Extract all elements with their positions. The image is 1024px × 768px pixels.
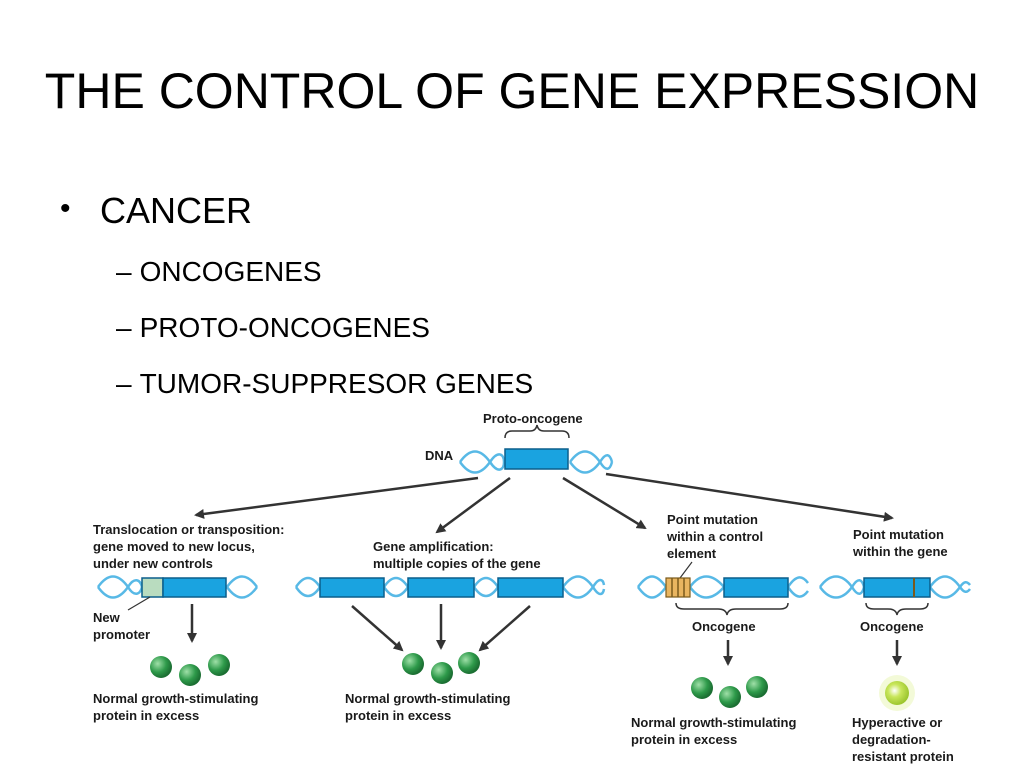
branch-arrow [435, 476, 511, 534]
subbullet-text: TUMOR-SUPPRESOR GENES [139, 368, 534, 399]
proto-oncogene-gene-box [504, 448, 569, 470]
translocation-heading: gene moved to new locus, [93, 539, 255, 554]
slide-title: THE CONTROL OF GENE EXPRESSION [44, 63, 980, 119]
amplification-branch: Gene amplification: multiple copies of t… [294, 539, 606, 723]
control-mutation-result: Normal growth-stimulating [631, 715, 796, 730]
branch-arrow [194, 476, 479, 519]
oncogene-label: Oncogene [860, 619, 924, 634]
oncogene-box [863, 577, 931, 598]
protein-ball [458, 652, 480, 674]
dna-helix [636, 575, 809, 599]
protein-ball [691, 677, 713, 699]
translocation-heading: under new controls [93, 556, 213, 571]
oncogene-label: Oncogene [692, 619, 756, 634]
dna-helix [818, 575, 971, 599]
protein-ball [208, 654, 230, 676]
promoter-pointer [127, 596, 151, 611]
control-pointer [679, 561, 693, 579]
branch-arrow [605, 472, 894, 522]
dna-helix-top [458, 450, 614, 474]
gene-box [162, 577, 227, 598]
subbullet-tumor-suppressor: –TUMOR-SUPPRESOR GENES [116, 368, 534, 399]
subbullet-text: PROTO-ONCOGENES [139, 312, 430, 343]
subbullet-text: ONCOGENES [139, 256, 322, 287]
new-promoter-label: promoter [93, 627, 150, 642]
protein-ball [431, 662, 453, 684]
translocation-result: protein in excess [93, 708, 199, 723]
translocation-heading: Translocation or transposition: [93, 522, 284, 537]
subbullet-proto-oncogenes: –PROTO-ONCOGENES [116, 312, 430, 343]
gene-mutation-branch: Point mutation within the gene Oncogene … [818, 527, 971, 764]
branch-arrow [562, 476, 647, 530]
amplification-result: protein in excess [345, 708, 451, 723]
amplification-heading: Gene amplification: [373, 539, 494, 554]
dna-helix [294, 575, 606, 599]
oncogene-brace [865, 602, 929, 616]
subbullet-oncogenes: –ONCOGENES [116, 256, 322, 287]
dna-helix [96, 575, 259, 599]
new-promoter-box [141, 577, 164, 598]
gene-mutation-result: degradation- [852, 732, 931, 747]
hyperactive-protein-ball [885, 681, 909, 705]
translocation-result: Normal growth-stimulating [93, 691, 258, 706]
gene-mutation-result: Hyperactive or [852, 715, 942, 730]
proto-oncogene-brace [504, 424, 570, 439]
protein-ball [719, 686, 741, 708]
protein-ball [179, 664, 201, 686]
new-promoter-label: New [93, 610, 121, 625]
bullet-dot-icon: • [60, 192, 71, 225]
control-element-mutation [665, 577, 691, 598]
expression-arrow [478, 605, 531, 652]
protein-ball [746, 676, 768, 698]
gene-copy-box [319, 577, 385, 598]
control-mutation-heading: element [667, 546, 717, 561]
control-mutation-heading: within a control [666, 529, 763, 544]
amplification-result: Normal growth-stimulating [345, 691, 510, 706]
gene-copy-box [407, 577, 475, 598]
proto-oncogene-label: Proto-oncogene [483, 411, 583, 426]
control-mutation-result: protein in excess [631, 732, 737, 747]
gene-mutation-result: resistant protein [852, 749, 954, 764]
amplification-heading: multiple copies of the gene [373, 556, 541, 571]
bullet-text: CANCER [100, 190, 253, 231]
oncogene-brace [675, 602, 789, 616]
oncogene-box [723, 577, 789, 598]
control-mutation-heading: Point mutation [667, 512, 758, 527]
gene-copy-box [497, 577, 564, 598]
protein-ball [402, 653, 424, 675]
expression-arrow [351, 605, 404, 652]
gene-mutation-heading: within the gene [852, 544, 948, 559]
dna-label: DNA [425, 448, 454, 463]
protein-ball [150, 656, 172, 678]
gene-mutation-heading: Point mutation [853, 527, 944, 542]
control-mutation-branch: Point mutation within a control element … [631, 512, 809, 747]
translocation-branch: Translocation or transposition: gene mov… [93, 522, 284, 723]
